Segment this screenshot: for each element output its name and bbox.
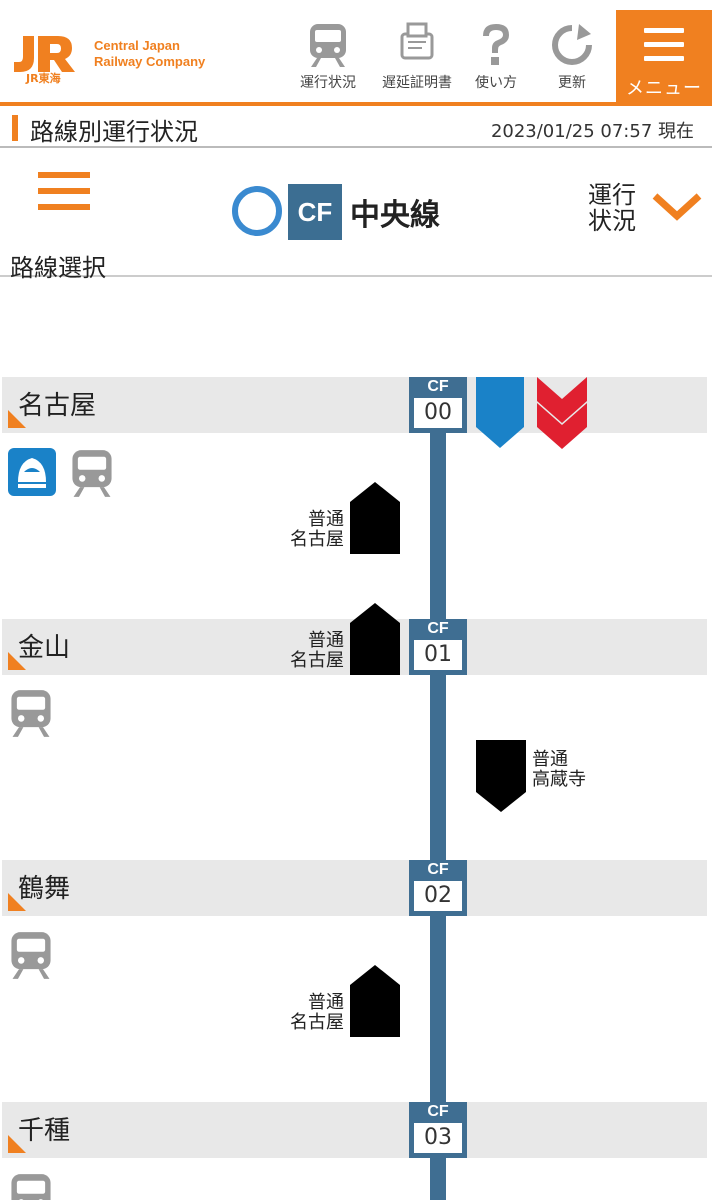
station-number-badge: CF 01 — [409, 619, 467, 675]
station-facility-icons — [8, 930, 54, 984]
line-select-label: 路線選択 — [10, 254, 106, 282]
station-number-badge: CF 02 — [409, 860, 467, 916]
question-icon — [483, 24, 509, 65]
train-icon — [310, 24, 346, 67]
company-name-line1: Central Japan — [94, 38, 180, 53]
terminus-marker-icon — [476, 377, 524, 448]
station-corner-mark — [8, 652, 26, 670]
station-facility-icons — [8, 448, 115, 502]
train-up-arrow-icon — [350, 603, 400, 675]
app-header: JR東海 Central Japan Railway Company 運行状況 … — [0, 0, 712, 106]
station-number: 02 — [414, 881, 462, 911]
chevron-down-icon — [652, 193, 702, 221]
station-corner-mark — [8, 893, 26, 911]
train-destination: 高蔵寺 — [532, 769, 586, 790]
station-name: 名古屋 — [18, 391, 97, 421]
station-facility-icons — [8, 1172, 54, 1200]
refresh-icon — [552, 24, 592, 65]
station-row[interactable]: 名古屋 — [2, 377, 707, 433]
hamburger-bar — [38, 188, 90, 194]
nav-label: 更新 — [558, 75, 586, 91]
hamburger-bar — [38, 172, 90, 178]
shinkansen-icon[interactable] — [8, 448, 58, 498]
train-up-arrow-icon — [350, 965, 400, 1037]
station-row[interactable]: 鶴舞 — [2, 860, 707, 916]
station-name: 千種 — [18, 1116, 71, 1146]
train-label: 普通 名古屋 — [290, 510, 344, 550]
train-down-arrow-icon — [476, 740, 526, 812]
station-code: CF — [427, 861, 449, 878]
train-icon[interactable] — [8, 930, 54, 980]
train-type: 普通 — [308, 509, 344, 530]
title-accent-mark — [12, 115, 18, 141]
train-marker[interactable]: 普通 名古屋 — [290, 482, 400, 558]
page-title: 路線別運行状況 — [30, 118, 198, 146]
page-title-bar: 路線別運行状況 2023/01/25 07:57 現在 — [0, 110, 712, 148]
train-marker[interactable]: 普通 名古屋 — [290, 603, 400, 679]
train-destination: 名古屋 — [290, 1012, 344, 1033]
menu-bar — [644, 56, 684, 61]
nav-refresh[interactable]: 更新 — [540, 12, 604, 100]
company-name-line2: Railway Company — [94, 54, 206, 69]
nav-delay-certificate[interactable]: 遅延証明書 — [374, 12, 460, 100]
station-row[interactable]: 千種 — [2, 1102, 707, 1158]
station-name: 金山 — [18, 633, 71, 663]
train-type: 普通 — [532, 749, 568, 770]
jr-logo-mark-icon — [14, 36, 75, 72]
train-label: 普通 名古屋 — [290, 993, 344, 1033]
nav-label: 使い方 — [475, 75, 517, 91]
train-up-arrow-icon — [350, 482, 400, 554]
station-number-badge: CF 03 — [409, 1102, 467, 1158]
train-destination: 名古屋 — [290, 650, 344, 671]
station-number: 01 — [414, 640, 462, 670]
line-circle-icon — [232, 186, 282, 236]
station-facility-icons — [8, 688, 54, 742]
nav-operation-status[interactable]: 運行状況 — [290, 12, 366, 100]
station-code: CF — [427, 378, 449, 395]
train-label: 普通 高蔵寺 — [532, 750, 586, 790]
jr-logo[interactable]: JR東海 — [10, 30, 90, 85]
update-timestamp: 2023/01/25 07:57 現在 — [490, 121, 694, 142]
logo-sub-text: JR東海 — [26, 72, 61, 85]
train-label: 普通 名古屋 — [290, 631, 344, 671]
nav-how-to-use[interactable]: 使い方 — [466, 12, 526, 100]
nav-label: 運行状況 — [300, 75, 356, 91]
status-toggle-button[interactable]: 運行状況 — [588, 181, 704, 254]
station-code: CF — [427, 1103, 449, 1120]
line-name: 中央線 — [350, 198, 440, 233]
nav-label: 遅延証明書 — [382, 75, 452, 91]
menu-button[interactable]: メニュー — [616, 10, 712, 106]
station-number: 03 — [414, 1123, 462, 1153]
menu-label: メニュー — [626, 78, 702, 99]
delay-alert-icon — [537, 377, 587, 449]
train-destination: 名古屋 — [290, 529, 344, 550]
station-corner-mark — [8, 410, 26, 428]
train-marker[interactable]: 普通 高蔵寺 — [476, 740, 586, 816]
train-type: 普通 — [308, 630, 344, 651]
train-marker[interactable]: 普通 名古屋 — [290, 965, 400, 1041]
company-name: Central Japan Railway Company — [94, 38, 205, 70]
station-name: 鶴舞 — [18, 874, 71, 904]
menu-bar — [644, 28, 684, 33]
status-label: 運行状況 — [588, 181, 636, 235]
train-icon[interactable] — [8, 688, 54, 738]
station-corner-mark — [8, 1135, 26, 1153]
track-line — [430, 378, 446, 1200]
certificate-icon — [400, 22, 434, 60]
train-icon[interactable] — [8, 1172, 54, 1200]
route-diagram: 名古屋 CF 00 普通 名古屋 — [0, 278, 712, 1200]
train-icon[interactable] — [69, 448, 115, 498]
line-selector-bar: 路線選択 CF 中央線 運行状況 — [0, 150, 712, 282]
train-type: 普通 — [308, 992, 344, 1013]
line-code-badge: CF — [288, 184, 342, 240]
station-code: CF — [427, 620, 449, 637]
line-select-button[interactable]: 路線選択 — [10, 168, 130, 282]
menu-bar — [644, 42, 684, 47]
hamburger-bar — [38, 204, 90, 210]
station-number: 00 — [414, 398, 462, 428]
station-number-badge: CF 00 — [409, 377, 467, 433]
